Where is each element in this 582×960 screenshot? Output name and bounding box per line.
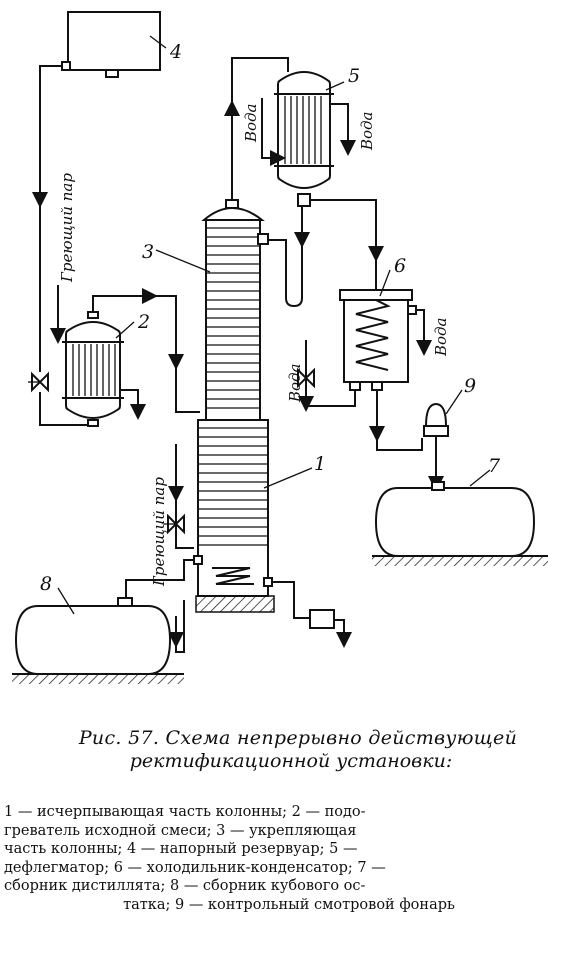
condenser-6 [339,289,417,391]
valve-water-6 [297,367,315,389]
label-7: 7 [488,455,501,477]
head-tank-4 [61,11,161,78]
steam-label-heater: Греющий пар [58,173,76,283]
valve-steam [164,513,185,535]
figure-legend: 1 — исчерпывающая часть колонны; 2 — под… [4,803,574,914]
legend-line-3: часть колонны; 4 — напорный резервуар; 5… [4,841,358,857]
legend-line-1: 1 — исчерпывающая часть колонны; 2 — под… [4,804,366,820]
label-8: 8 [40,573,52,595]
legend-line-5: сборник дистиллята; 8 — сборник кубового… [4,878,366,894]
water-out-label-6: Вода [432,317,450,357]
water-out-label-5: Вода [358,111,376,151]
bottoms-tank-8 [12,597,184,684]
feed-heater-2 [62,311,124,427]
label-6: 6 [394,255,406,277]
dephlegmator-5 [274,71,334,207]
valve-feed [28,371,49,393]
water-in-label-5: Вода [242,103,260,143]
label-3: 3 [142,241,154,263]
feed-pipe [39,65,62,372]
sight-glass-9 [423,402,449,492]
label-2: 2 [137,311,150,333]
figure-caption: Рис. 57. Схема непрерывно действующей ре… [0,727,582,773]
water-in-label-6: Вода [286,363,304,403]
label-1: 1 [314,453,326,475]
label-5: 5 [348,65,360,87]
distillate-tank-7 [372,481,548,566]
label-9: 9 [464,375,476,397]
steam-trap [309,609,352,648]
caption-title-line-1: Рис. 57. Схема непрерывно действующей [78,727,518,749]
caption-title-line-2: ректификационной установки: [129,750,453,772]
legend-line-6: татка; 9 — контрольный смотровой фонарь [123,896,455,913]
legend-line-2: греватель исходной смеси; 3 — укрепляюща… [4,822,357,839]
process-diagram: 4 5 3 2 6 1 9 7 8 Греющий пар Греющий па… [12,11,548,684]
steam-label-reboiler: Греющий пар [150,477,168,587]
label-4: 4 [169,41,182,63]
legend-line-4: дефлегматор; 6 — холодильник-конденсатор… [4,859,386,876]
column [193,199,275,613]
